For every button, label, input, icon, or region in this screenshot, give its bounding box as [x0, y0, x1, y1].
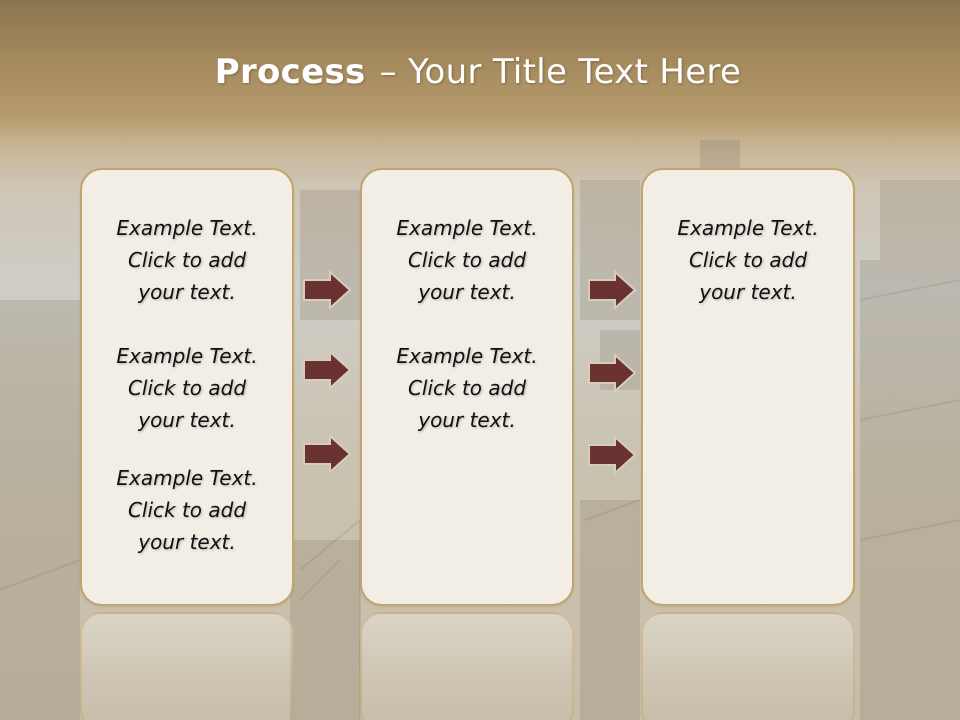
right-arrow-icon [303, 270, 352, 310]
text-block[interactable]: Example Text. Click to add your text. [82, 212, 292, 308]
slide-title[interactable]: Process – Your Title Text Here [0, 52, 960, 92]
title-rest: – Your Title Text Here [379, 52, 742, 92]
card-reflection [360, 612, 574, 720]
text-block[interactable]: Example Text. Click to add your text. [362, 340, 572, 436]
text-line: Example Text. [396, 216, 538, 240]
text-line: Click to add [127, 248, 247, 272]
text-line: your text. [699, 280, 797, 304]
text-line: your text. [138, 408, 236, 432]
text-line: Click to add [407, 248, 527, 272]
text-line: Click to add [688, 248, 808, 272]
text-line: your text. [138, 280, 236, 304]
text-line: Example Text. [396, 344, 538, 368]
text-line: your text. [418, 280, 516, 304]
text-line: Click to add [407, 376, 527, 400]
text-block[interactable]: Example Text. Click to add your text. [82, 340, 292, 436]
process-card-3[interactable]: Example Text. Click to add your text. [641, 168, 855, 606]
process-card-2[interactable]: Example Text. Click to add your text. Ex… [360, 168, 574, 606]
right-arrow-icon [588, 353, 637, 393]
right-arrow-icon [303, 350, 352, 390]
process-card-1[interactable]: Example Text. Click to add your text. Ex… [80, 168, 294, 606]
text-line: Example Text. [116, 466, 258, 490]
text-line: your text. [138, 530, 236, 554]
text-block[interactable]: Example Text. Click to add your text. [643, 212, 853, 308]
text-line: Click to add [127, 376, 247, 400]
text-line: Example Text. [116, 216, 258, 240]
text-block[interactable]: Example Text. Click to add your text. [362, 212, 572, 308]
card-reflection [80, 612, 294, 720]
title-bold: Process [214, 52, 366, 92]
right-arrow-icon [303, 434, 352, 474]
text-line: Click to add [127, 498, 247, 522]
text-block[interactable]: Example Text. Click to add your text. [82, 462, 292, 558]
text-line: Example Text. [116, 344, 258, 368]
card-reflection [641, 612, 855, 720]
text-line: Example Text. [677, 216, 819, 240]
text-line: your text. [418, 408, 516, 432]
right-arrow-icon [588, 270, 637, 310]
right-arrow-icon [588, 435, 637, 475]
